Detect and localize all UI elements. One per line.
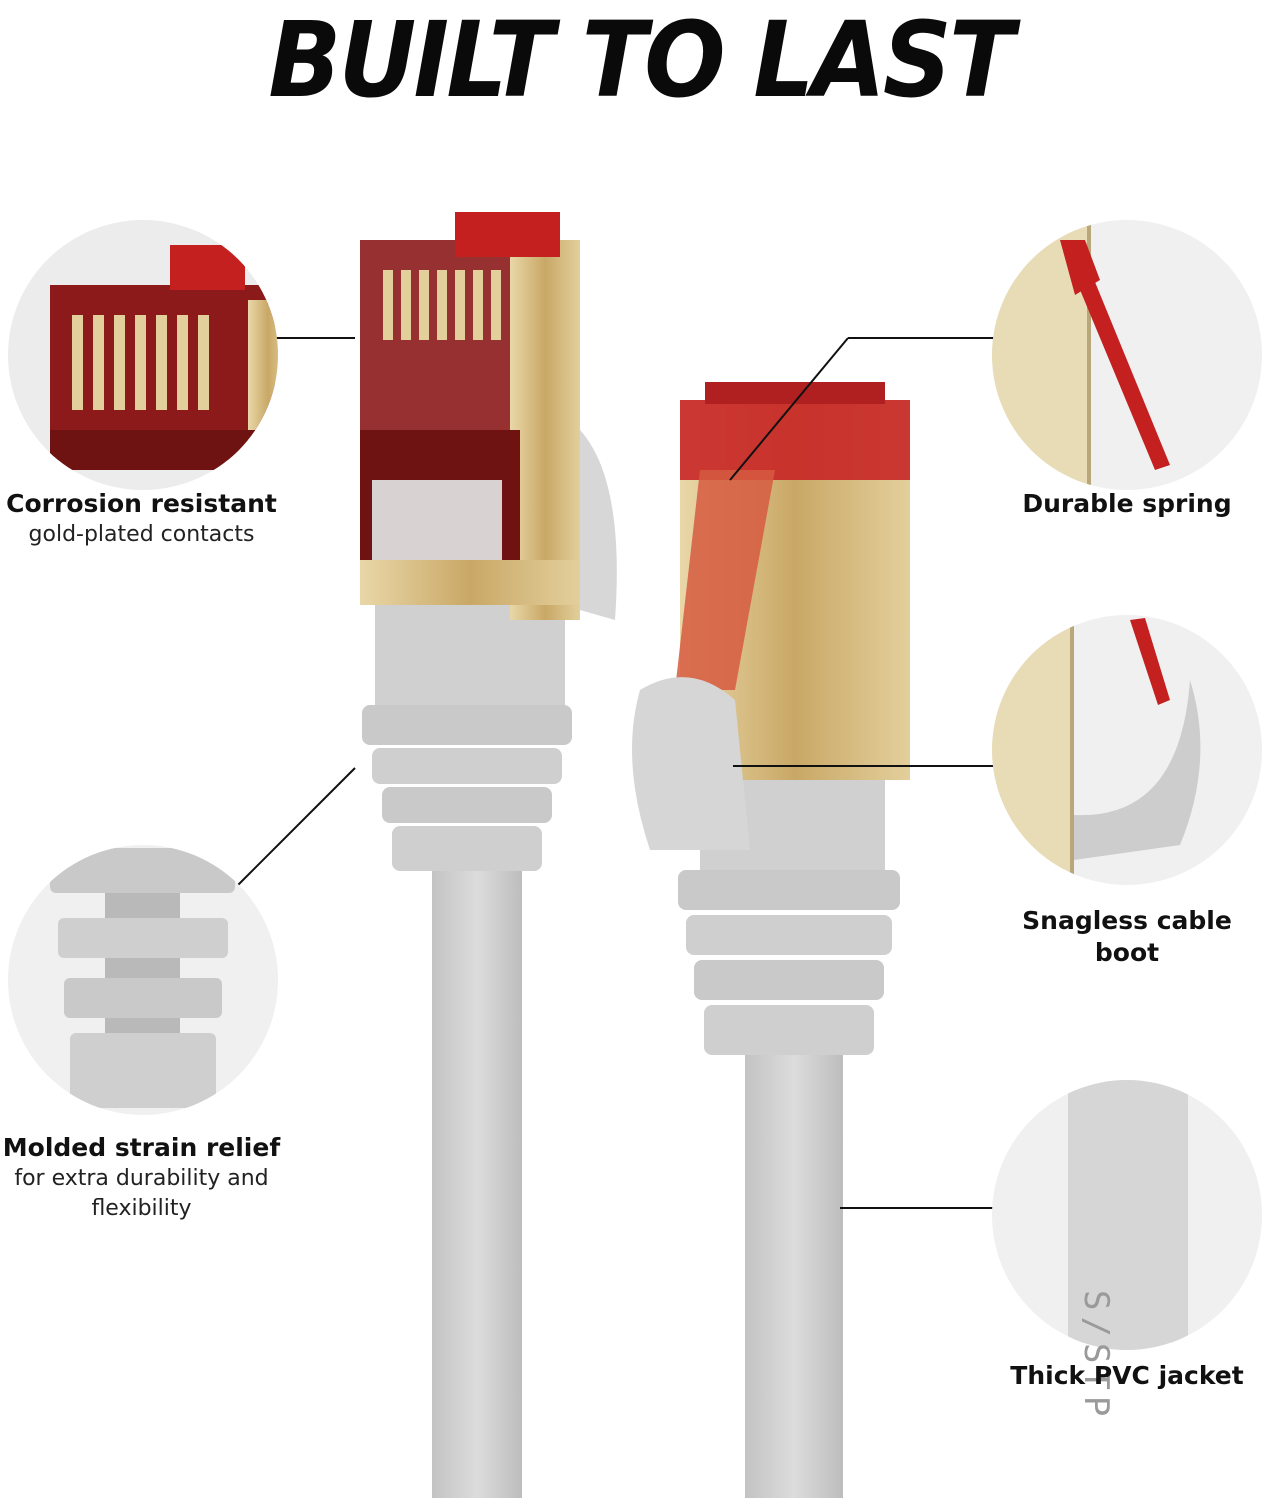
strain-label: Molded strain relief for extra durabilit… xyxy=(0,1132,283,1224)
left-cable xyxy=(360,212,617,1498)
jacket-detail-circle xyxy=(992,1080,1262,1350)
jacket-title: Thick PVC jacket xyxy=(1010,1361,1244,1390)
jacket-print-text: S/STP xyxy=(1076,1290,1116,1422)
strain-subtitle-line2: flexibility xyxy=(91,1196,192,1221)
strain-title: Molded strain relief xyxy=(2,1133,281,1162)
leader-lines xyxy=(237,337,995,1209)
boot-detail-circle xyxy=(992,615,1262,885)
contacts-label: Corrosion resistant gold-plated contacts xyxy=(0,488,283,550)
strain-relief-detail-circle xyxy=(8,845,278,1115)
contacts-subtitle: gold-plated contacts xyxy=(28,522,255,547)
contacts-detail-circle xyxy=(8,220,278,490)
headline: BUILT TO LAST xyxy=(268,0,1014,121)
spring-title: Durable spring xyxy=(1022,489,1232,518)
jacket-label: Thick PVC jacket xyxy=(990,1360,1264,1392)
contacts-title: Corrosion resistant xyxy=(6,489,277,518)
boot-label: Snagless cable boot xyxy=(990,905,1264,969)
boot-title: Snagless cable xyxy=(1022,906,1232,935)
right-cable xyxy=(632,382,910,1498)
strain-subtitle: for extra durability and xyxy=(14,1166,269,1191)
spring-label: Durable spring xyxy=(990,488,1264,520)
boot-title-line2: boot xyxy=(1094,938,1160,967)
spring-detail-circle xyxy=(992,220,1262,490)
